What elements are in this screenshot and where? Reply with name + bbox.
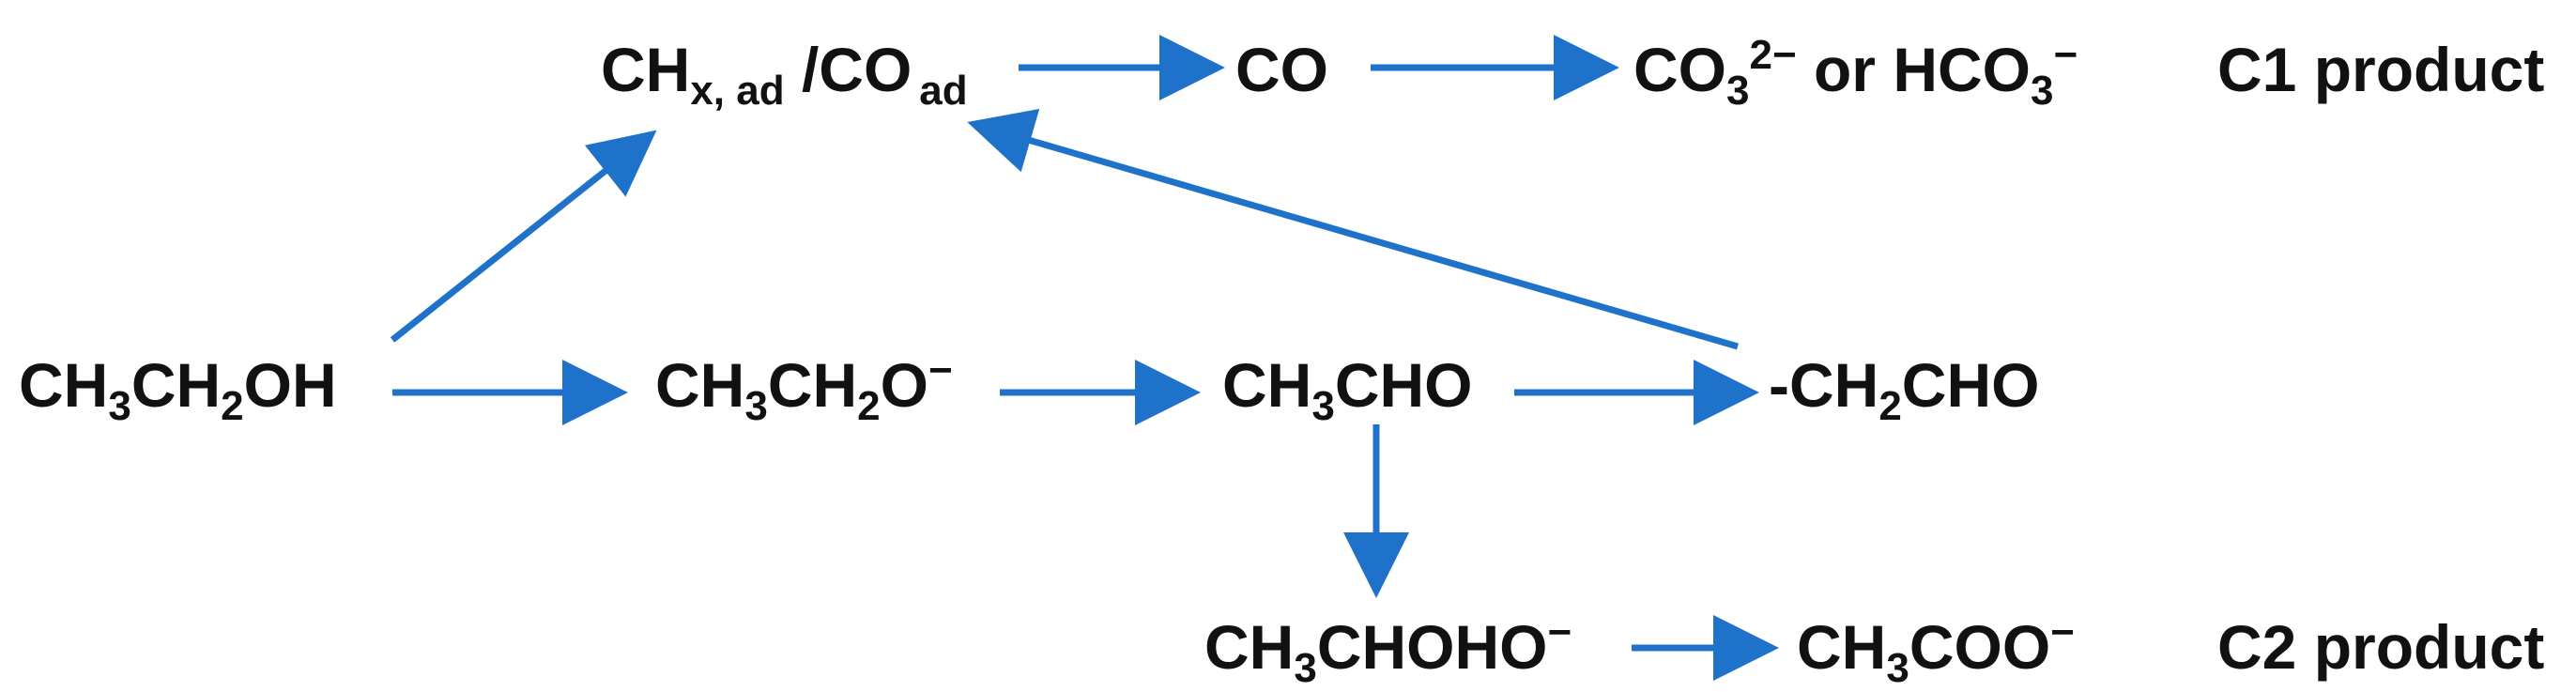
label-c1-product: C1 product [2217,35,2544,104]
species-co: CO [1235,35,1328,104]
species-gem-diol: CH3CHOHO− [1204,609,1572,691]
label-c2-product: C2 product [2217,612,2544,682]
species-ch2cho: -CH2CHO [1769,350,2039,429]
species-acetaldehyde: CH3CHO [1222,350,1472,429]
reaction-arrows [390,35,1779,681]
arrow-ethanol-to-adsorbates [390,130,657,343]
species-ethanol: CH3CH2OH [19,350,337,429]
species-acetate: CH3COO− [1797,609,2075,691]
species-carbonate-bicarbonate: CO32− or HCO3− [1633,32,2078,114]
species-ethoxide: CH3CH2O− [655,347,953,429]
arrow-ch2cho-to-adsorbates [967,109,1739,350]
